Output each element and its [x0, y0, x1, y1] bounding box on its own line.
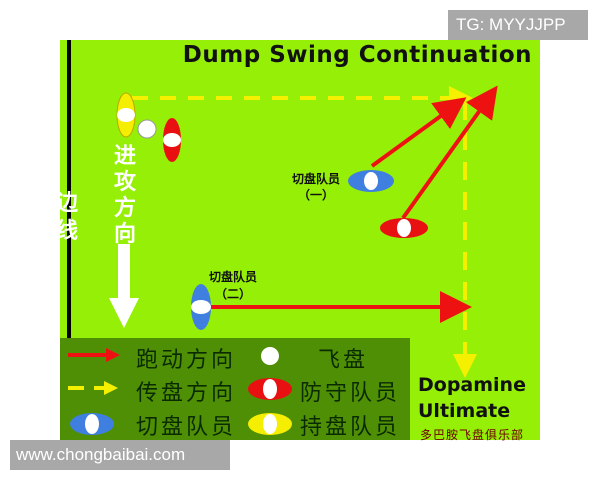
brand-cn: 多巴胺飞盘俱乐部	[420, 428, 525, 442]
watermark-top: TG: MYYJJPP	[448, 10, 588, 40]
disc-icon	[261, 347, 279, 365]
legend-defender-label: 防守队员	[300, 381, 401, 406]
legend-pass-label: 传盘方向	[136, 381, 237, 406]
legend-symbols	[68, 347, 292, 435]
attack-arrow-icon	[109, 298, 139, 328]
legend-disc-label: 飞盘	[318, 348, 369, 373]
legend-handler-label: 持盘队员	[300, 415, 401, 440]
cutter-two-label: 切盘队员	[209, 270, 258, 284]
brand-line2: Ultimate	[418, 400, 511, 422]
sideline-label: 边线	[56, 191, 79, 244]
brand-line1: Dopamine	[418, 374, 526, 396]
cutter-two-sub: （二）	[215, 287, 252, 301]
ultimate-field-diagram: Dump Swing Continuation 边线 进攻方向 切盘队员 （一）…	[56, 40, 540, 442]
pass-arrow-icon	[104, 381, 118, 395]
legend-cutter-label: 切盘队员	[136, 415, 237, 440]
legend-run-label: 跑动方向	[136, 348, 237, 373]
cutter-one-sub: （一）	[298, 188, 335, 202]
legend: 跑动方向 飞盘 传盘方向 防守队员 切盘队员 持盘队员	[60, 338, 410, 440]
brand-name: Dopamine Ultimate	[418, 372, 526, 424]
cutter-one-label: 切盘队员	[292, 172, 341, 186]
watermark-bottom: www.chongbaibai.com	[10, 440, 230, 470]
diagram-title: Dump Swing Continuation	[182, 42, 532, 68]
attack-direction-label: 进攻方向	[114, 144, 137, 247]
play-diagram-svg	[67, 40, 498, 378]
run-arrow-icon	[106, 348, 120, 362]
